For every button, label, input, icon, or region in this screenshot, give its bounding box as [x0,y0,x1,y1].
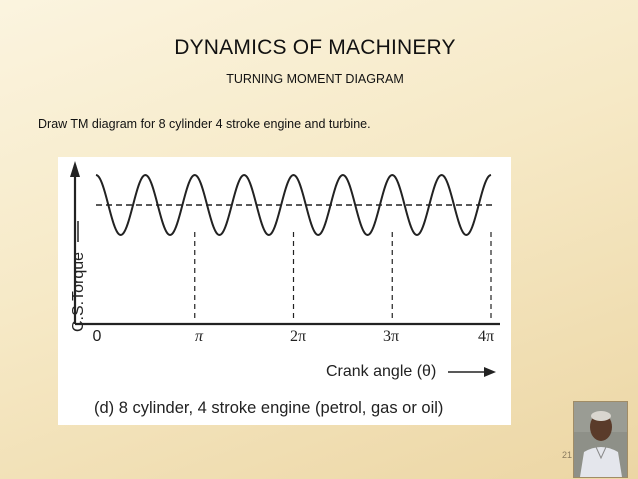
instruction-text: Draw TM diagram for 8 cylinder 4 stroke … [38,117,371,131]
person-photo [573,401,628,478]
y-axis-arrow [70,161,80,177]
x-axis-label: Crank angle (θ) [326,363,436,380]
diagram-caption: (d) 8 cylinder, 4 stroke engine (petrol,… [94,399,443,417]
page-number: 21 [562,450,573,460]
tick-label-2pi: 2π [290,328,306,345]
slide-title: DYNAMICS OF MACHINERY [174,36,456,59]
tick-label-3pi: 3π [383,328,399,345]
tick-label-0: 0 [93,328,102,345]
tick-guides [194,232,492,322]
slide-subtitle: TURNING MOMENT DIAGRAM [226,72,404,86]
tick-label-4pi: 4π [478,328,494,345]
tick-label-pi: π [195,328,204,345]
y-axis-label: C.S.Torque [70,252,87,332]
x-label-arrow-head [484,367,496,377]
turning-moment-diagram: C.S.Torque 0 π 2π 3π 4π Crank angle (θ) … [58,157,511,425]
torque-curve [95,173,492,237]
